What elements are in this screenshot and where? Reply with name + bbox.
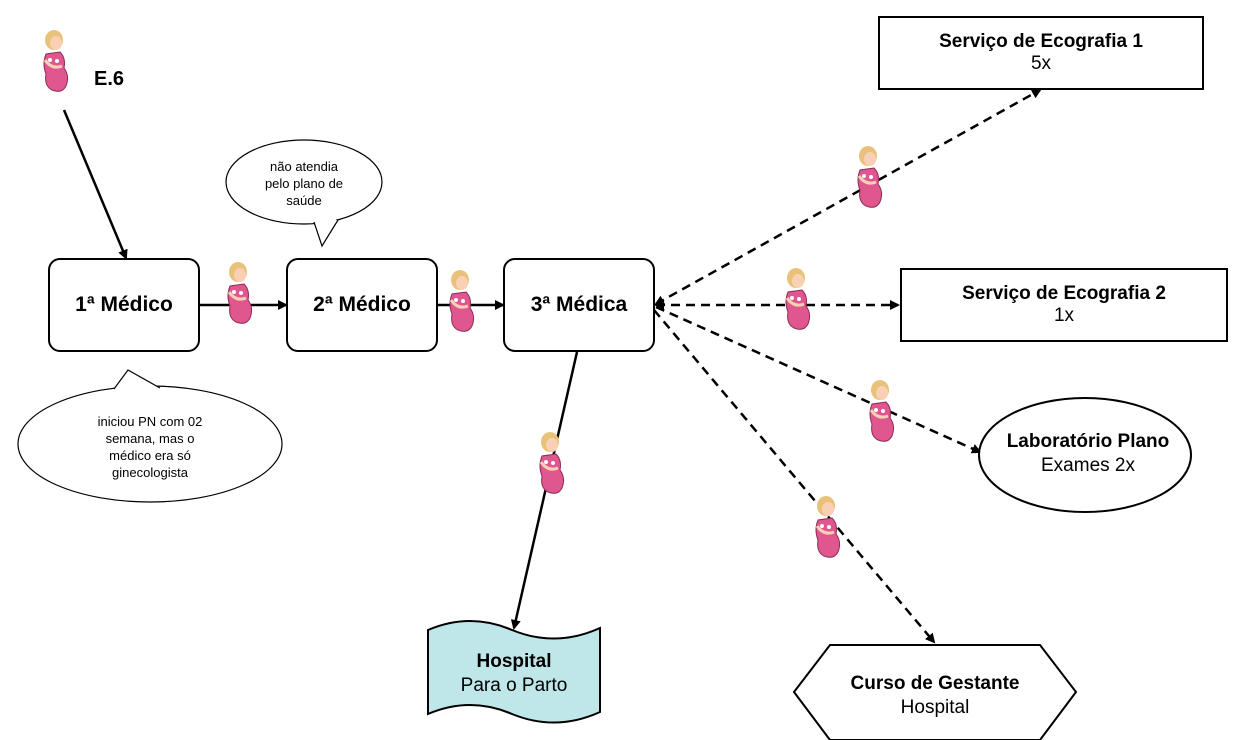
pregnant-woman-icon (814, 494, 842, 559)
medico2-node: 2ª Médico (286, 258, 438, 352)
hospital-title: Hospital (476, 651, 552, 672)
arrow-medica3-eco1 (654, 88, 1042, 306)
pregnant-woman-icon (856, 144, 884, 209)
eco2-sub: 1x (1053, 305, 1075, 326)
hospital-sub: Para o Parto (460, 675, 568, 696)
pregnant-woman-icon (868, 378, 896, 443)
patient-label: E.6 (94, 68, 125, 90)
curso-title: Curso de Gestante (850, 673, 1020, 694)
callout-top-line: pelo plano de (264, 176, 344, 191)
hospital-node-shape (427, 620, 601, 724)
hospital-node: Hospital Para o Parto (428, 650, 600, 698)
pregnant-woman-icon (226, 260, 254, 325)
medico1-node: 1ª Médico (48, 258, 200, 352)
curso-node: Curso de Gestante Hospital (808, 672, 1062, 720)
lab-node-shape (978, 397, 1192, 513)
callout-bottom-line: médico era só (109, 448, 191, 463)
callout-bottom-line: semana, mas o (105, 431, 195, 446)
callout-bottom-line: iniciou PN com 02 (97, 414, 203, 429)
pregnant-woman-icon (448, 268, 476, 333)
curso-sub: Hospital (900, 697, 970, 718)
eco2-node: Serviço de Ecografia 2 1x (900, 268, 1228, 342)
eco1-sub: 5x (1030, 53, 1052, 74)
eco2-title: Serviço de Ecografia 2 (962, 283, 1166, 304)
callout-top-line: não atendia (270, 159, 338, 174)
arrow-medica3-curso (653, 309, 936, 644)
curso-node-shape (792, 644, 1078, 740)
callout-top-line: saúde (286, 193, 322, 208)
medica3-node: 3ª Médica (503, 258, 655, 352)
callout-bottom-bubble (17, 369, 283, 503)
lab-sub: Exames 2x (1041, 455, 1135, 476)
callout-top-text: não atendia pelo plano de saúde (236, 158, 372, 209)
callout-top-bubble (225, 139, 383, 248)
eco1-node: Serviço de Ecografia 1 5x (878, 16, 1204, 90)
arrow-e6-to-medico1 (62, 109, 128, 260)
pregnant-woman-icon (42, 28, 70, 93)
callout-bottom-text: iniciou PN com 02 semana, mas o médico e… (70, 413, 230, 481)
lab-title: Laboratório Plano (1006, 431, 1170, 452)
lab-node: Laboratório Plano Exames 2x (990, 430, 1186, 478)
callout-bottom-line: ginecologista (112, 465, 188, 480)
pregnant-woman-icon (784, 266, 812, 331)
eco1-title: Serviço de Ecografia 1 (939, 31, 1143, 52)
pregnant-woman-icon (538, 430, 566, 495)
